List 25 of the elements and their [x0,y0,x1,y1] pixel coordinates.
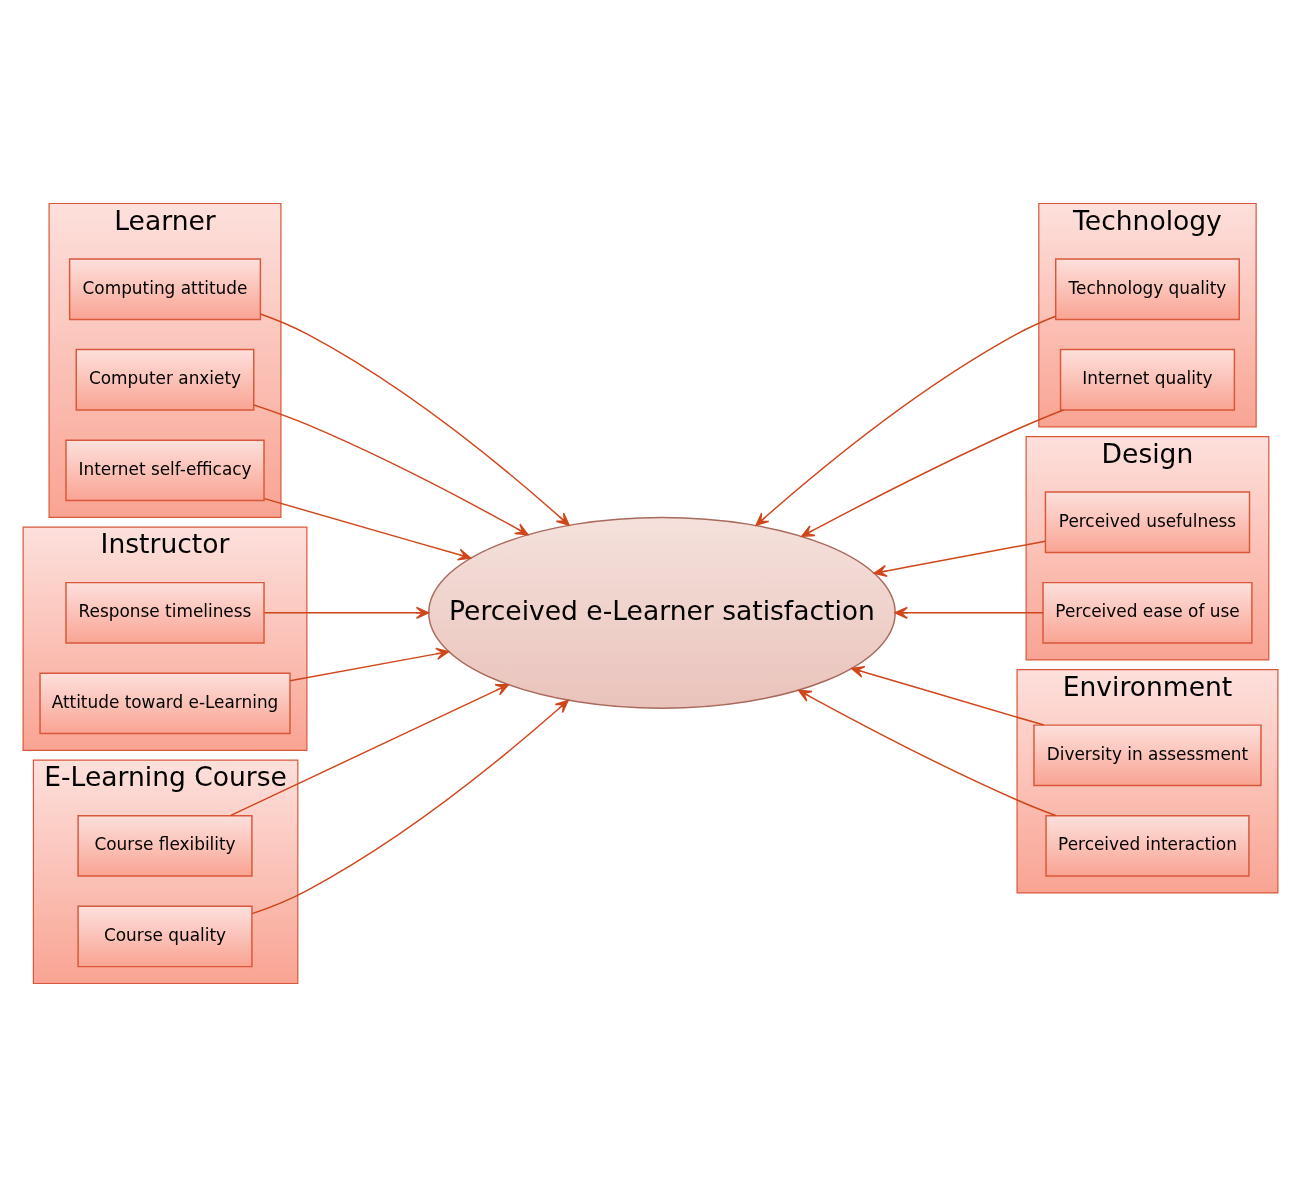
node-box: Computer anxiety [75,348,255,411]
node-box: Attitude toward e-Learning [39,672,291,735]
node-box: Perceived interaction [1045,814,1250,877]
node-box: Course quality [77,905,253,968]
arrow [263,606,430,619]
node-box: Perceived ease of use [1042,581,1253,644]
arrow [873,540,1047,578]
arrow [251,699,569,915]
node-box: Technology quality [1054,258,1240,321]
node-box: Internet quality [1059,348,1236,411]
arrow [797,689,1057,817]
node-box: Response timeliness [65,581,265,644]
arrow [253,404,529,536]
arrow [229,683,510,817]
arrow [259,313,570,526]
node-box: Computing attitude [68,258,262,321]
arrow [850,665,1045,726]
arrow [801,409,1065,538]
node-box: Diversity in assessment [1033,724,1262,787]
node-box: Perceived usefulness [1044,491,1251,554]
node-box: Course flexibility [77,814,253,877]
arrow [263,497,472,561]
node-ellipse: Perceived e-Learner satisfaction [428,516,896,709]
arrow [894,606,1044,619]
node-box: Internet self-efficacy [65,439,265,502]
